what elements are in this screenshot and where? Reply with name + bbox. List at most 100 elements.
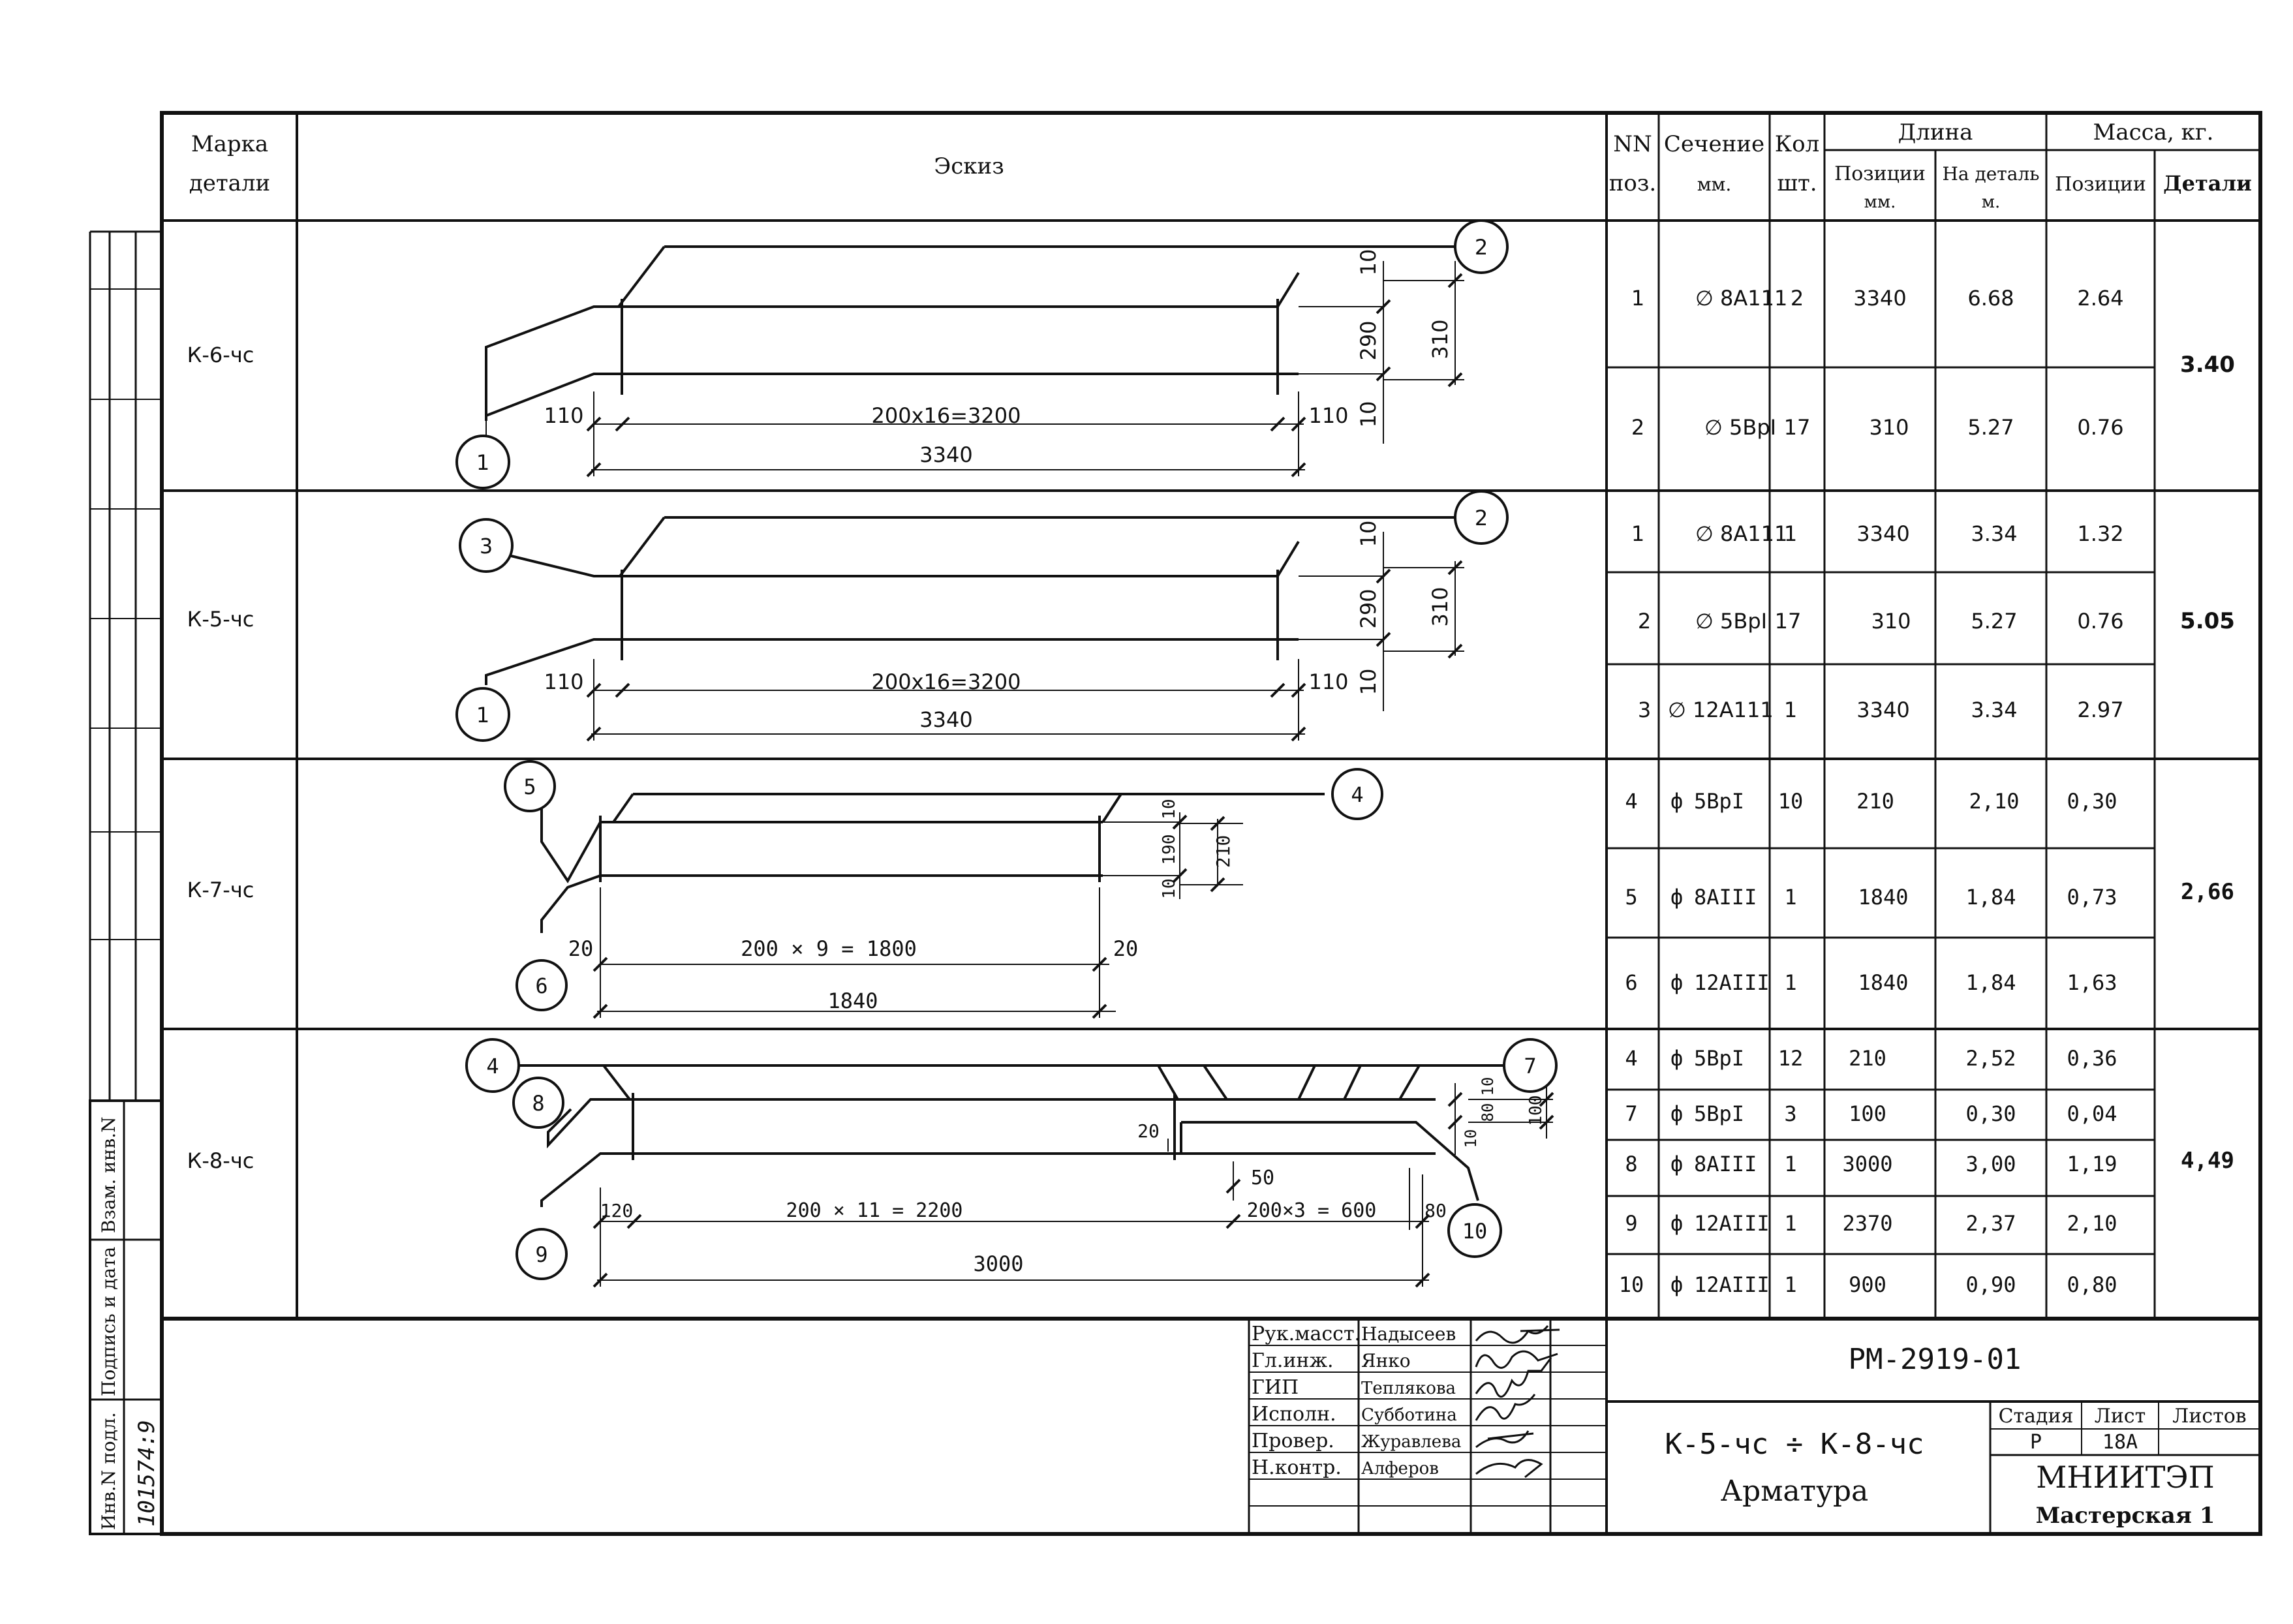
cell-length-pos: 900 <box>1849 1272 1886 1297</box>
cell-qty: 1 <box>1784 1152 1796 1176</box>
cell-length-det: 0,90 <box>1965 1272 2016 1297</box>
cell-section: 12АIII <box>1694 970 1770 995</box>
cell-mass-pos: 0.76 <box>2077 609 2123 634</box>
cell-mass-pos: 0,04 <box>2067 1101 2117 1126</box>
position-tag: 7 <box>1524 1054 1536 1079</box>
detail-marks: К-6-чс К-5-чс К-7-чс К-8-чс <box>187 343 254 1173</box>
sheet-value: 18А <box>2102 1431 2138 1454</box>
position-tag: 5 <box>523 774 536 799</box>
dimension-label: 200x16=3200 <box>872 403 1021 428</box>
header-length: Длина <box>1898 119 1973 146</box>
header-length-det-unit: м. <box>1982 192 2001 212</box>
cell-diameter-symbol: ф <box>1670 885 1683 910</box>
table-grid <box>89 111 2262 1536</box>
drawing-title: Арматура <box>1721 1475 1869 1508</box>
cell-length-pos: 210 <box>1849 1046 1886 1071</box>
cell-length-det: 1,84 <box>1965 885 2016 910</box>
handwritten-signatures <box>1475 1325 1560 1478</box>
side-stamp-inv-number: 101574:9 <box>134 1420 160 1527</box>
dimension-label: 190 <box>1160 835 1179 865</box>
cell-length-pos: 1840 <box>1858 885 1908 910</box>
cell-diameter-symbol: ф <box>1670 1101 1683 1126</box>
cell-pos: 7 <box>1625 1101 1637 1126</box>
cell-length-pos: 100 <box>1849 1101 1886 1126</box>
cell-pos: 4 <box>1625 789 1637 814</box>
table-row: 2 ∅ 5ВрI 17 310 5.27 0.76 <box>1638 609 2124 634</box>
detail-mark-k6: К-6-чс <box>187 343 254 367</box>
position-tag: 4 <box>1351 782 1363 807</box>
signature-role: Рук.масст. <box>1252 1323 1361 1345</box>
total-mass-k8: 4,49 <box>2181 1148 2234 1174</box>
cell-pos: 5 <box>1625 885 1637 910</box>
position-tag: 2 <box>1475 506 1488 530</box>
signature-role: Гл.инж. <box>1252 1349 1334 1372</box>
cell-diameter-symbol: ф <box>1670 970 1683 995</box>
header-length-pos-unit: мм. <box>1864 192 1896 212</box>
sketch-k8: 4 8 7 9 10 20 50 120 200 × 11 = 2200 200… <box>465 1038 1558 1288</box>
cell-length-det: 2,52 <box>1965 1046 2016 1071</box>
cell-qty: 10 <box>1778 789 1804 814</box>
header-nn: NN <box>1613 131 1652 157</box>
cell-mass-pos: 2.97 <box>2077 697 2123 722</box>
cell-qty: 17 <box>1775 609 1802 634</box>
detail-mark-k5: К-5-чс <box>187 607 254 632</box>
dimension-label: 80 <box>1479 1103 1497 1122</box>
cell-length-det: 3.34 <box>1971 697 2017 722</box>
table-row: 9 ф 12АIII 1 2370 2,37 2,10 <box>1625 1211 2117 1236</box>
cell-mass-pos: 2,10 <box>2067 1211 2117 1236</box>
cell-diameter-symbol: ∅ <box>1695 286 1714 311</box>
sketch-k5: 2 3 1 110 200x16=3200 110 3340 10 290 10… <box>455 490 1509 742</box>
dimension-label: 200 × 9 = 1800 <box>741 936 917 961</box>
side-stamp: Инв.N подл. Подпись и дата Взам. инв.N 1… <box>98 1116 160 1530</box>
position-tag: 2 <box>1475 235 1488 260</box>
signature-name: Журавлева <box>1361 1432 1461 1452</box>
document-code: РМ-2919-01 <box>1849 1343 2022 1376</box>
cell-mass-pos: 0,80 <box>2067 1272 2117 1297</box>
header-qty-unit: шт. <box>1777 170 1817 196</box>
dimension-label: 110 <box>1308 403 1348 428</box>
header-length-pos: Позиции <box>1834 162 1926 185</box>
header-qty: Кол <box>1775 131 1819 157</box>
dimension-label: 110 <box>544 669 583 694</box>
table-row: 6 ф 12АIII 1 1840 1,84 1,63 <box>1625 970 2117 995</box>
header-sketch: Эскиз <box>934 153 1004 179</box>
signature-name: Алферов <box>1361 1459 1439 1478</box>
cell-mass-pos: 1,19 <box>2067 1152 2117 1176</box>
sketch-k7: 4 5 6 20 200 × 9 = 1800 20 1840 10 190 1… <box>504 760 1383 1019</box>
cell-length-det: 2,37 <box>1965 1211 2016 1236</box>
cell-pos: 6 <box>1625 970 1637 995</box>
cell-length-det: 2,10 <box>1969 789 2019 814</box>
dimension-label: 10 <box>1356 401 1381 428</box>
cell-section: 5ВрI <box>1720 609 1767 634</box>
table-row: 4 ф 5ВрI 12 210 2,52 0,36 <box>1625 1046 2117 1071</box>
workshop: Мастерская 1 <box>2036 1503 2215 1529</box>
cell-length-pos: 310 <box>1871 609 1911 634</box>
sketch-k6: 2 1 110 200x16=3200 110 3340 10 290 10 3… <box>455 219 1509 489</box>
header-mass-pos: Позиции <box>2055 173 2146 196</box>
cell-qty: 1 <box>1784 885 1796 910</box>
dimension-label: 200x16=3200 <box>872 669 1021 694</box>
position-tag: 3 <box>480 534 493 559</box>
dimension-label: 110 <box>1308 669 1348 694</box>
signature-role: Исполн. <box>1252 1403 1336 1426</box>
cell-diameter-symbol: ∅ <box>1668 697 1686 722</box>
dimension-label: 3000 <box>973 1251 1023 1276</box>
dimension-label: 310 <box>1428 319 1453 359</box>
cell-section: 5ВрI <box>1694 1046 1744 1071</box>
cell-length-pos: 1840 <box>1858 970 1908 995</box>
header-mass-det: Детали <box>2163 171 2252 196</box>
signature-role: Н.контр. <box>1252 1456 1342 1479</box>
cell-length-det: 5.27 <box>1967 415 2014 440</box>
dimension-label: 3340 <box>919 707 972 732</box>
title-block: Рук.масст. Надысеев Гл.инж. Янко ГИП Теп… <box>1252 1323 2247 1529</box>
cell-mass-pos: 0,73 <box>2067 885 2117 910</box>
cell-length-pos: 310 <box>1869 415 1909 440</box>
header-pos: поз. <box>1609 170 1656 196</box>
cell-diameter-symbol: ∅ <box>1695 521 1714 546</box>
table-row: 10 ф 12АIII 1 900 0,90 0,80 <box>1619 1272 2117 1297</box>
table-row: 5 ф 8АIII 1 1840 1,84 0,73 <box>1625 885 2117 910</box>
header-mark-line1: Марка <box>191 131 268 157</box>
cell-diameter-symbol: ∅ <box>1704 415 1723 440</box>
header-mass: Масса, кг. <box>2093 119 2214 146</box>
